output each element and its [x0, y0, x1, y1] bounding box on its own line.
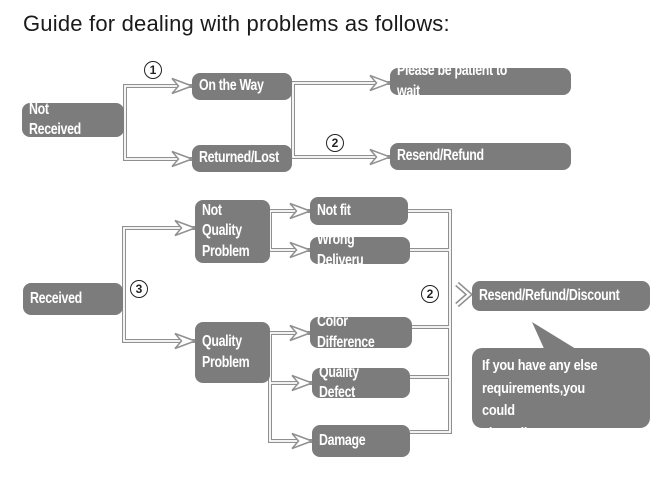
chevron-icon	[455, 281, 474, 308]
arrow-icon	[174, 219, 198, 237]
arrow-icon	[369, 148, 393, 166]
node-returned-lost: Returned/Lost	[192, 145, 292, 172]
arrow-icon	[369, 74, 393, 92]
arrow-icon	[289, 324, 313, 342]
node-resend-refund-discount: Resend/Refund/Discount	[472, 281, 650, 311]
circled-number-3: 3	[130, 280, 148, 298]
node-label: Color Difference	[317, 313, 375, 351]
node-label: Returned/Lost	[199, 149, 279, 167]
arrow-icon	[291, 374, 315, 392]
page-title: Guide for dealing with problems as follo…	[23, 11, 450, 36]
arrowheads	[171, 74, 393, 450]
node-label: Please be patient to wait	[397, 62, 508, 100]
circled-number-2-bottom: 2	[421, 285, 439, 303]
arrow-icon	[291, 432, 315, 450]
node-label: Quality Defect	[319, 363, 359, 401]
node-label: Resend/Refund	[397, 147, 484, 165]
node-not-received: Not Received	[22, 101, 124, 138]
node-not-quality-problem: Not Quality Problem	[195, 200, 270, 263]
node-on-the-way: On the Way	[192, 73, 292, 100]
node-not-fit: Not fit	[310, 197, 408, 225]
node-label: Resend/Refund/Discount	[479, 286, 620, 304]
node-label: Received	[30, 289, 82, 307]
node-label: Not Quality Problem	[202, 201, 250, 260]
node-label: Damage	[319, 431, 366, 449]
arrow-icon	[171, 77, 195, 95]
node-label: Quality Problem	[202, 333, 250, 371]
node-resend-refund: Resend/Refund	[390, 143, 571, 170]
arrow-icon	[289, 241, 313, 259]
node-label: Not fit	[317, 201, 351, 219]
circled-number-1: 1	[144, 61, 162, 79]
node-quality-defect: Quality Defect	[312, 364, 410, 401]
speech-bubble-text: If you have any else requirements,you co…	[482, 357, 598, 442]
arrow-icon	[289, 202, 313, 220]
arrow-icon	[171, 150, 195, 168]
node-please-be-patient: Please be patient to wait	[390, 62, 571, 100]
arrow-icon	[174, 332, 198, 350]
node-quality-problem: Quality Problem	[195, 322, 270, 383]
node-received: Received	[23, 283, 123, 315]
node-color-difference: Color Difference	[310, 313, 412, 351]
node-damage: Damage	[312, 425, 410, 457]
node-label: Wrong Deliveru	[317, 231, 364, 269]
node-wrong-delivery: Wrong Deliveru	[310, 231, 410, 269]
circled-number-2-top: 2	[326, 134, 344, 152]
node-label: On the Way	[199, 77, 264, 95]
speech-bubble-tail	[532, 322, 576, 353]
speech-bubble: If you have any else requirements,you co…	[472, 348, 650, 442]
node-label: Not Received	[29, 100, 81, 138]
